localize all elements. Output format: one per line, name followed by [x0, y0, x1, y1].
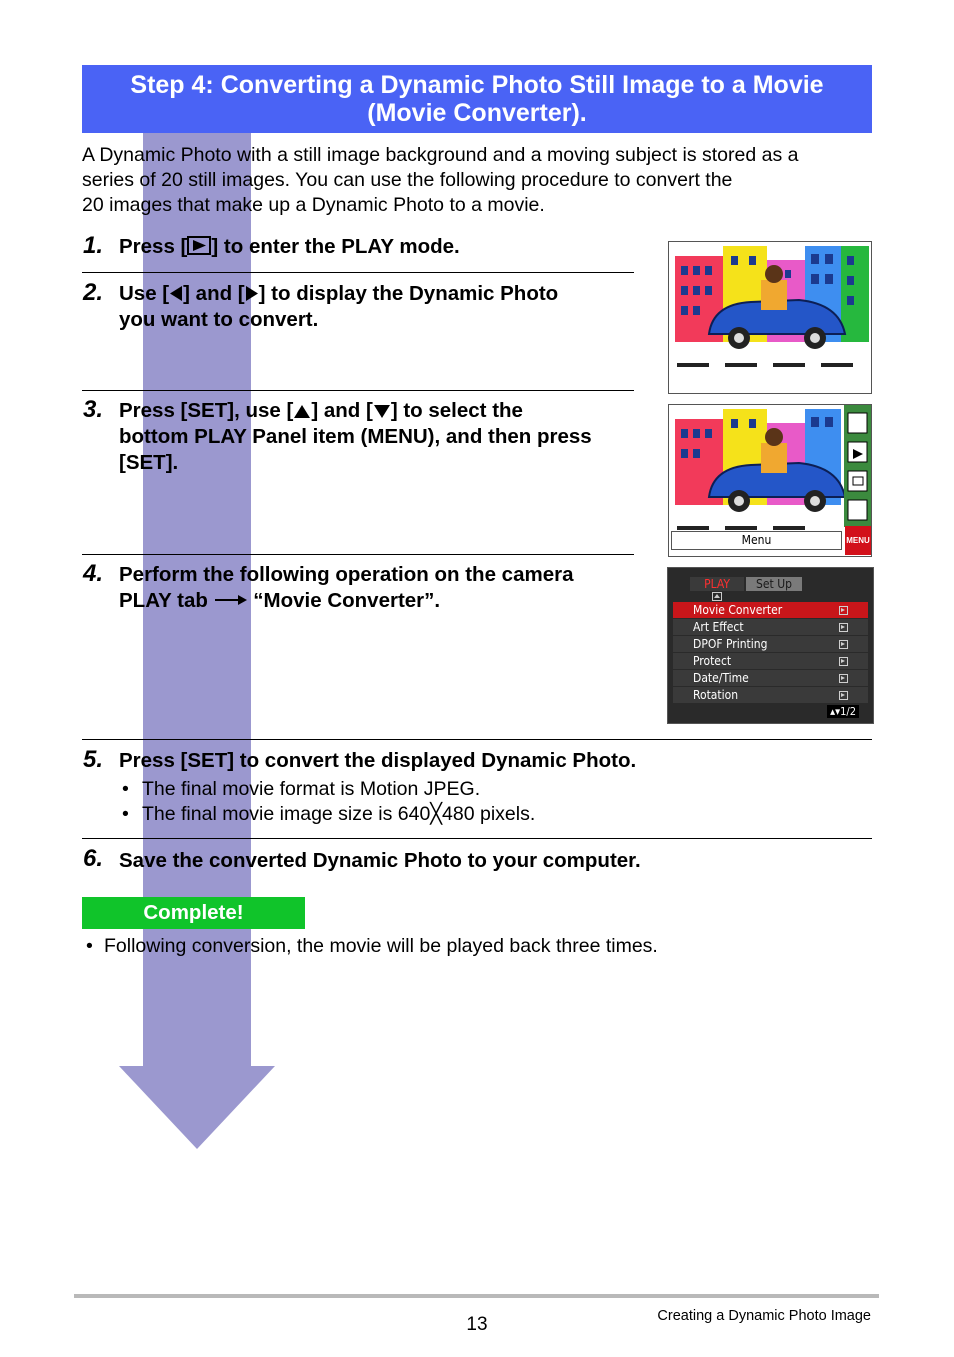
- step-3-text-part: ] and [: [311, 399, 373, 422]
- step-3-text-line2: bottom PLAY Panel item (MENU), and then …: [119, 425, 592, 448]
- menu-item-label: Art Effect: [693, 620, 744, 634]
- menu-item-label: Movie Converter: [693, 603, 783, 617]
- menu-item-dpof-printing: DPOF Printing: [673, 636, 868, 652]
- step-1-text-before: Press [: [119, 235, 188, 258]
- menu-list: Movie Converter Art Effect DPOF Printing…: [673, 602, 868, 704]
- divider: [82, 739, 872, 740]
- menu-page-number: 1/2: [840, 705, 856, 718]
- bullet-text: The final movie format is Motion JPEG.: [142, 778, 481, 800]
- down-key-icon: [373, 405, 390, 418]
- divider: [82, 554, 634, 555]
- step-2-text-line2: you want to convert.: [119, 308, 319, 331]
- step-3-text-line3: [SET].: [119, 451, 179, 474]
- step-4-text-part: PLAY tab: [119, 589, 208, 612]
- step-5-bullets: •The final movie format is Motion JPEG. …: [122, 777, 535, 827]
- dynamic-photo-image: [669, 242, 871, 393]
- chevron-right-icon: [839, 691, 848, 700]
- complete-note-text: Following conversion, the movie will be …: [104, 935, 658, 957]
- menu-item-label: Protect: [693, 654, 732, 668]
- step-5-text-line: Press [SET] to convert the displayed Dyn…: [119, 749, 637, 772]
- play-key-icon: [187, 236, 212, 255]
- step-2-text-part: ] and [: [183, 282, 245, 305]
- arrow-right-icon: [214, 595, 247, 605]
- step-2-number: 2.: [83, 279, 104, 306]
- divider: [82, 390, 634, 391]
- page-title: Step 4: Converting a Dynamic Photo Still…: [82, 65, 872, 133]
- step-3-text-part: Press [SET], use [: [119, 399, 294, 422]
- step-2-text: Use [ ] and [ ] to display the Dynamic Pho…: [119, 281, 558, 333]
- panel-menu-button: MENU: [845, 526, 871, 555]
- up-key-icon: [294, 405, 311, 418]
- step-2-text-part: Use [: [119, 282, 170, 305]
- step-6-text: Save the converted Dynamic Photo to your…: [119, 848, 641, 874]
- intro-line: 20 images that make up a Dynamic Photo t…: [82, 194, 545, 216]
- divider: [82, 838, 872, 839]
- intro-line: A Dynamic Photo with a still image backg…: [82, 144, 799, 166]
- page-title-line1: Step 4: Converting a Dynamic Photo Still…: [130, 71, 824, 99]
- step-6-number: 6.: [83, 845, 104, 872]
- chevron-right-icon: [839, 674, 848, 683]
- chevron-right-icon: [839, 640, 848, 649]
- step-1-text-after: ] to enter the PLAY mode.: [211, 235, 460, 258]
- menu-tabs: PLAY Set Up: [690, 577, 802, 591]
- scroll-up-icon: [712, 592, 722, 601]
- step-2-text-part: ] to display the Dynamic Photo: [258, 282, 559, 305]
- menu-item-protect: Protect: [673, 653, 868, 669]
- page-arrows-icon: ▴▾: [830, 705, 841, 718]
- step-3-text: Press [SET], use [ ] and [ ] to select the…: [119, 398, 592, 476]
- list-item: •The final movie image size is 640╳480 p…: [122, 803, 536, 825]
- camera-screen-menu: PLAY Set Up Movie Converter Art Effect D…: [667, 567, 874, 724]
- panel-menu-label: Menu: [671, 531, 842, 550]
- complete-note: •Following conversion, the movie will be…: [86, 935, 658, 957]
- step-1-text: Press [ ] to enter the PLAY mode.: [119, 234, 460, 260]
- menu-item-label: Date/Time: [693, 671, 749, 685]
- step-5-text: Press [SET] to convert the displayed Dyn…: [119, 748, 636, 774]
- menu-item-rotation: Rotation: [673, 687, 868, 703]
- tab-play: PLAY: [690, 577, 744, 591]
- menu-item-date-time: Date/Time: [673, 670, 868, 686]
- menu-item-art-effect: Art Effect: [673, 619, 868, 635]
- chevron-right-icon: [839, 623, 848, 632]
- bullet-text: The final movie image size is 640╳480 pi…: [142, 803, 536, 825]
- menu-item-label: Rotation: [693, 688, 739, 702]
- page-title-line2: (Movie Converter).: [367, 99, 587, 127]
- list-item: •The final movie format is Motion JPEG.: [122, 778, 481, 800]
- chevron-right-icon: [839, 606, 848, 615]
- divider: [82, 272, 634, 273]
- step-6-text-line: Save the converted Dynamic Photo to your…: [119, 849, 641, 872]
- step-4-number: 4.: [83, 560, 104, 587]
- step-4-text: Perform the following operation on the c…: [119, 562, 573, 614]
- camera-screen-play-panel: [668, 404, 872, 557]
- menu-item-label: DPOF Printing: [693, 637, 768, 651]
- menu-item-movie-converter: Movie Converter: [673, 602, 868, 618]
- chevron-right-icon: [839, 657, 848, 666]
- intro-line: series of 20 still images. You can use t…: [82, 169, 733, 191]
- tab-setup: Set Up: [746, 577, 802, 591]
- camera-screen-photo: [668, 241, 872, 394]
- step-4-text-part: “Movie Converter”.: [253, 589, 441, 612]
- right-key-icon: [245, 286, 258, 301]
- complete-badge: Complete!: [82, 897, 305, 929]
- step-3-number: 3.: [83, 396, 104, 423]
- menu-page-indicator: ▴▾1/2: [827, 705, 859, 718]
- step-1-number: 1.: [83, 232, 104, 259]
- left-key-icon: [170, 286, 183, 301]
- footer-divider: [74, 1294, 879, 1298]
- footer-section-title: Creating a Dynamic Photo Image: [657, 1308, 871, 1324]
- intro-paragraph: A Dynamic Photo with a still image backg…: [82, 143, 872, 218]
- step-5-number: 5.: [83, 746, 104, 773]
- step-3-text-part: ] to select the: [390, 399, 523, 422]
- page-number: 13: [466, 1314, 488, 1335]
- step-4-text-line1: Perform the following operation on the c…: [119, 563, 574, 586]
